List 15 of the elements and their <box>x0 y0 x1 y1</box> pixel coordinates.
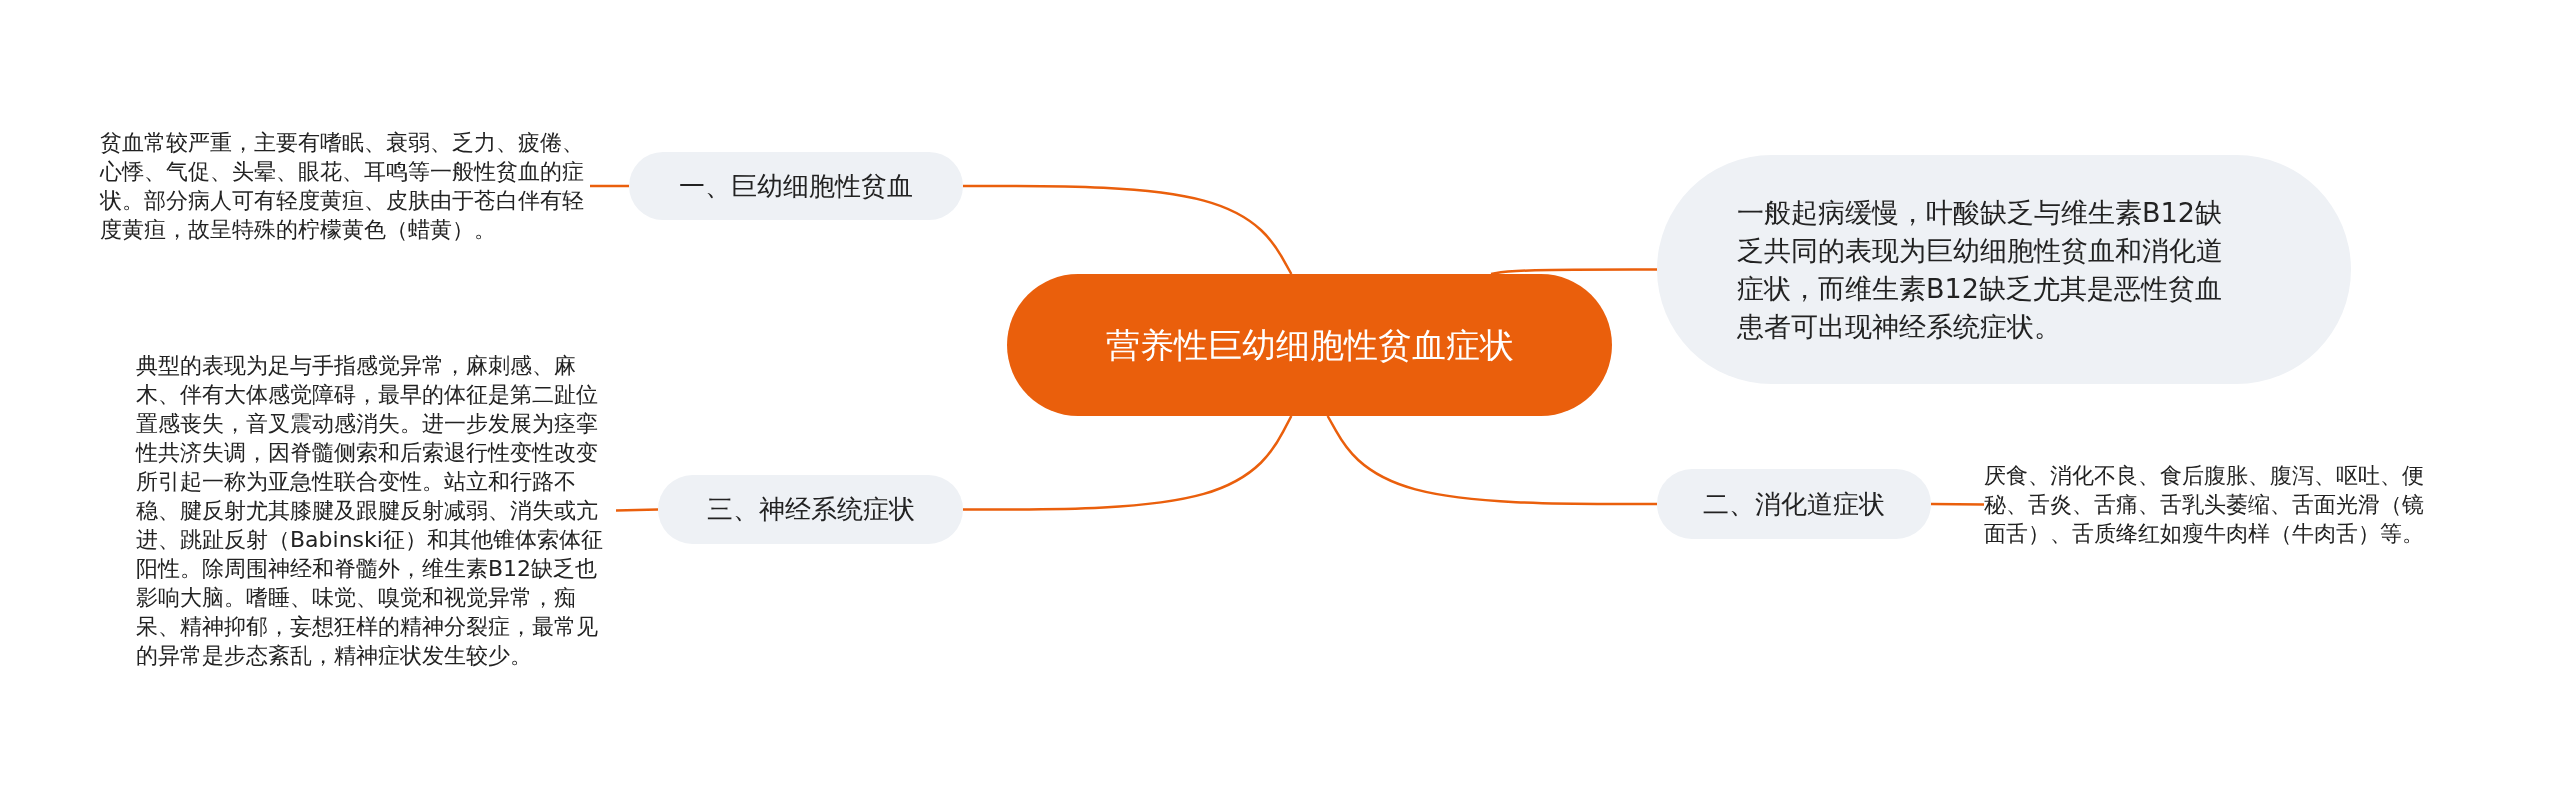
detail-text: 厌食、消化不良、食后腹胀、腹泻、呕吐、便秘、舌炎、舌痛、舌乳头萎缩、舌面光滑（镜面舌）、舌质绛红如瘦牛肉样（牛肉舌）等。 <box>1984 460 2424 548</box>
connector-line <box>1490 268 1657 276</box>
connector-line <box>963 415 1293 511</box>
connector-line <box>590 184 629 188</box>
central-topic: 营养性巨幼细胞性贫血症状 <box>1007 274 1612 416</box>
detail-text: 贫血常较严重，主要有嗜眠、衰弱、乏力、疲倦、心悸、气促、头晕、眼花、耳鸣等一般性贫血的症状。部分病人可有轻度黄疸、皮肤由于苍白伴有轻度黄疸，故呈特殊的柠檬黄色（蜡黄）。 <box>100 128 590 244</box>
note-bubble: 一般起病缓慢，叶酸缺乏与维生素B12缺乏共同的表现为巨幼细胞性贫血和消化道症状，而维生素B12缺乏尤其是恶性贫血患者可出现神经系统症状。 <box>1657 155 2351 384</box>
subtopic-pill: 二、消化道症状 <box>1657 469 1931 539</box>
connector-line <box>963 184 1293 275</box>
connector-line <box>1931 502 1984 506</box>
detail-text: 典型的表现为足与手指感觉异常，麻刺感、麻木、伴有大体感觉障碍，最早的体征是第二趾位置感丧失，音叉震动感消失。进一步发展为痉挛性共济失调，因脊髓侧索和后索退行性变性改变所引起一称为亚急性联合变性。站立和行路不稳、腱反射尤其膝腱及跟腱反射减弱、消失或亢进、跳趾反射（Babinski征）和其他锥体索体征阳性。除周围神经和脊髓外，维生素B12缺乏也影响大脑。嗜睡、味觉、嗅觉和视觉异常，痴呆、精神抑郁，妄想狂样的精神分裂症，最常见的异常是步态紊乱，精神症状发生较少。 <box>136 350 616 670</box>
subtopic-pill: 一、巨幼细胞性贫血 <box>629 152 963 220</box>
subtopic-pill: 三、神经系统症状 <box>658 475 963 544</box>
connector-line <box>1326 415 1657 506</box>
connector-line <box>615 508 659 512</box>
